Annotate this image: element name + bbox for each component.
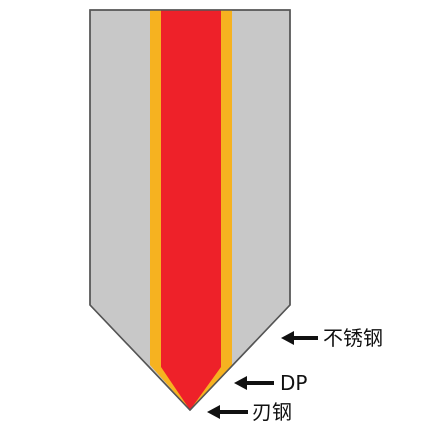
core-layer-label: 刃钢	[252, 400, 292, 424]
left-arrow-icon	[234, 376, 274, 390]
callout-core-layer: 刃钢	[207, 400, 292, 424]
core-layer-shape	[161, 10, 221, 410]
blade-outline	[89, 9, 291, 412]
callout-middle-layer: DP	[234, 371, 307, 395]
middle-layer-label: DP	[280, 371, 307, 395]
left-arrow-icon	[281, 331, 318, 345]
left-arrow-icon	[207, 405, 248, 419]
callout-outer-layer: 不锈钢	[281, 326, 383, 350]
outer-layer-label: 不锈钢	[323, 326, 383, 350]
